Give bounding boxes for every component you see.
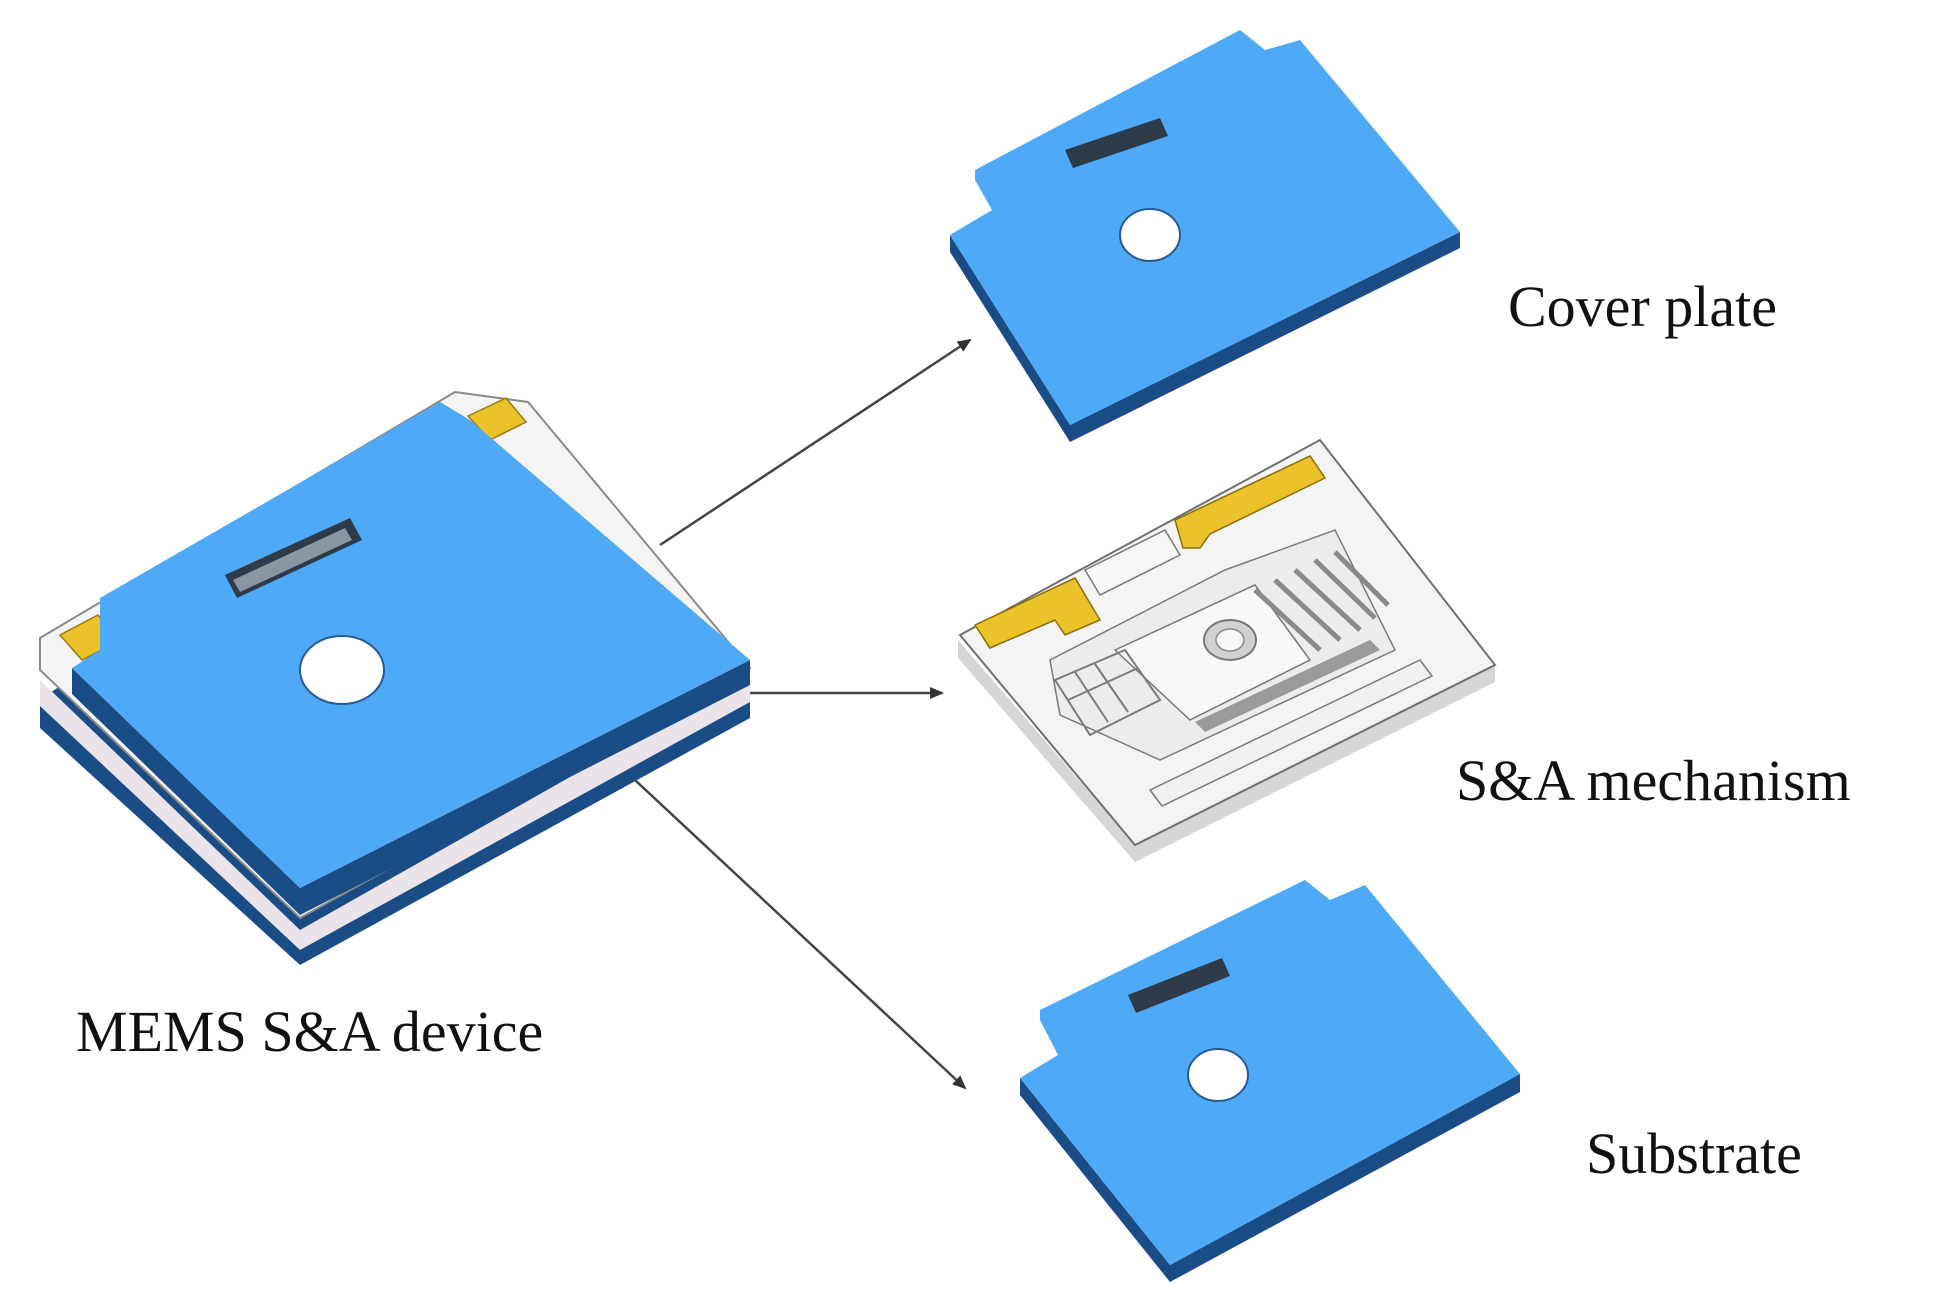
mechanism-frame-side [958,640,1495,862]
device-slot-inner [233,528,352,592]
mechanism-left-structure [1053,648,1162,737]
substrate-top [1020,880,1520,1265]
arrow-to-cover-plate [659,338,972,547]
device-hole [299,635,385,705]
substrate-part [1020,880,1520,1282]
cover-plate-top [950,30,1460,425]
mechanism-hole-inner [1215,628,1245,652]
device-cover-top [72,402,750,888]
mechanism-label: S&A mechanism [1456,748,1851,813]
cover-plate-label: Cover plate [1508,274,1777,339]
mechanism-gold-pad-left [973,577,1102,649]
substrate-hole [1187,1048,1249,1102]
device-cover-side [72,660,750,915]
cover-plate-hole [1119,208,1181,262]
cover-plate-part [950,30,1460,442]
mems-device-assembly [39,390,752,965]
arrow-to-substrate [634,779,967,1090]
substrate-slot [1128,958,1230,1013]
mechanism-gold-pad-right [1174,455,1327,549]
mechanism-bottom-slot [1148,659,1434,807]
substrate-label: Substrate [1586,1121,1802,1186]
device-middle-layer [40,675,750,950]
explode-arrows [634,338,972,1090]
mechanism-top-slot [1083,529,1182,596]
mechanism-springs [1253,550,1390,652]
cover-plate-slot [1065,118,1168,168]
sa-mechanism-part [958,438,1497,862]
device-label: MEMS S&A device [76,999,544,1064]
mechanism-rail [1195,640,1380,732]
